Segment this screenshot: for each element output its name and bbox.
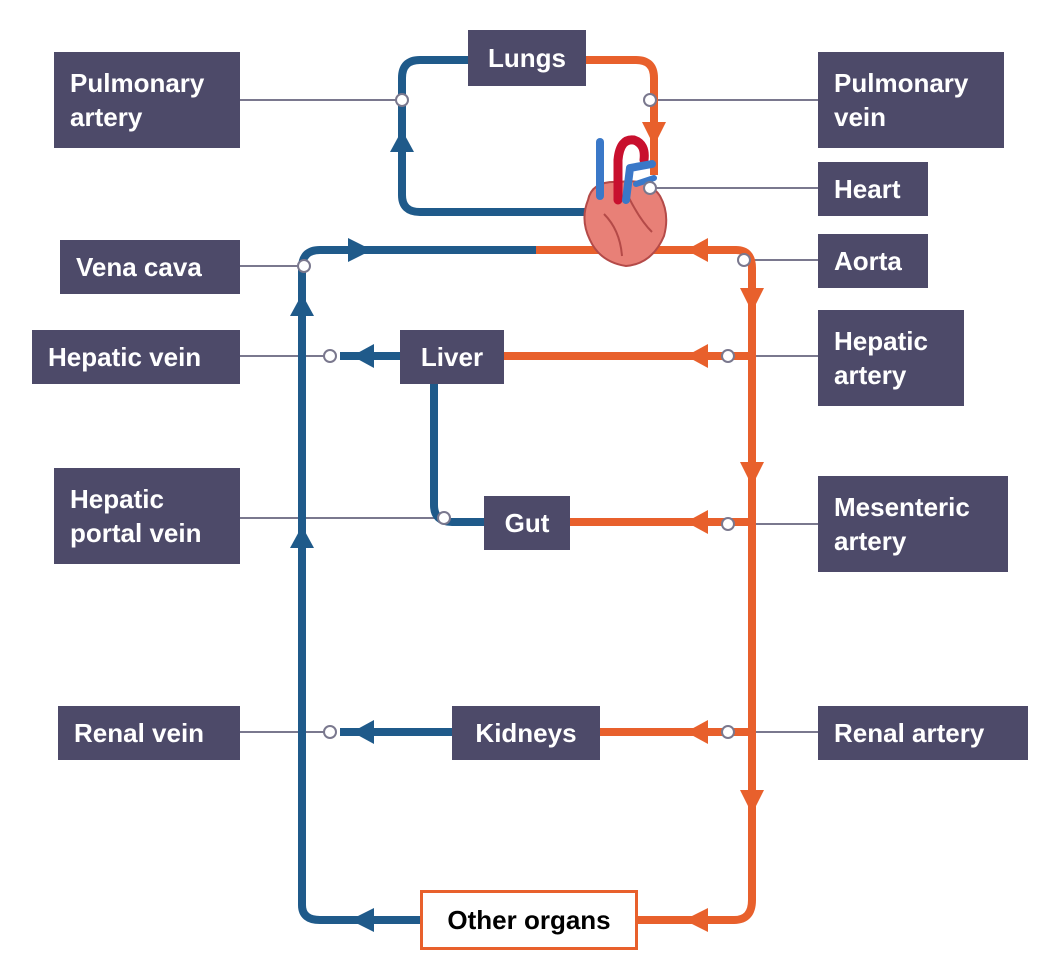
arrow-up-icon (390, 130, 414, 152)
hepatic-portal-vessel (430, 382, 484, 526)
connector-dot (323, 725, 337, 739)
arrow-down-icon (740, 462, 764, 486)
arrow-up-icon (290, 294, 314, 316)
orange-arrows (642, 122, 764, 932)
arrow-down-icon (642, 122, 666, 146)
connector-dot (721, 725, 735, 739)
arrow-down-icon (740, 288, 764, 312)
blue-arrows (290, 130, 414, 932)
connector-dots (297, 93, 751, 739)
organ-gut: Gut (484, 496, 570, 550)
arrow-left-icon (352, 720, 374, 744)
arrow-left-icon (686, 720, 708, 744)
label-vena-cava: Vena cava (60, 240, 240, 294)
label-pulmonary-vein: Pulmonary vein (818, 52, 1004, 148)
connector-dot (721, 517, 735, 531)
organ-lungs: Lungs (468, 30, 586, 86)
connector-dot (297, 259, 311, 273)
leader-lines (238, 99, 818, 733)
label-mesenteric-artery: Mesenteric artery (818, 476, 1008, 572)
label-aorta: Aorta (818, 234, 928, 288)
arrow-down-icon (740, 790, 764, 814)
organ-other: Other organs (420, 890, 638, 950)
label-heart: Heart (818, 162, 928, 216)
organ-kidneys: Kidneys (452, 706, 600, 760)
connector-dot (737, 253, 751, 267)
label-hepatic-portal-vein: Hepatic portal vein (54, 468, 240, 564)
arrow-left-icon (352, 344, 374, 368)
connector-dot (395, 93, 409, 107)
label-pulmonary-artery: Pulmonary artery (54, 52, 240, 148)
arrow-right-icon (348, 238, 372, 262)
arrow-left-icon (686, 510, 708, 534)
arrow-up-icon (290, 526, 314, 548)
label-hepatic-artery: Hepatic artery (818, 310, 964, 406)
other-organs-vein (298, 904, 420, 924)
connector-dot (643, 93, 657, 107)
heart-icon (583, 135, 668, 268)
deoxygenated-vessels (298, 56, 600, 924)
connector-dot (323, 349, 337, 363)
label-renal-vein: Renal vein (58, 706, 240, 760)
aorta-vessel (536, 246, 756, 924)
arrow-left-icon (686, 238, 708, 262)
connector-dot (643, 181, 657, 195)
label-hepatic-vein: Hepatic vein (32, 330, 240, 384)
arrow-left-icon (686, 344, 708, 368)
pulmonary-vein-vessel (586, 56, 658, 175)
connector-dot (437, 511, 451, 525)
organ-liver: Liver (400, 330, 504, 384)
arrow-left-icon (684, 908, 708, 932)
label-renal-artery: Renal artery (818, 706, 1028, 760)
arrow-left-icon (350, 908, 374, 932)
connector-dot (721, 349, 735, 363)
